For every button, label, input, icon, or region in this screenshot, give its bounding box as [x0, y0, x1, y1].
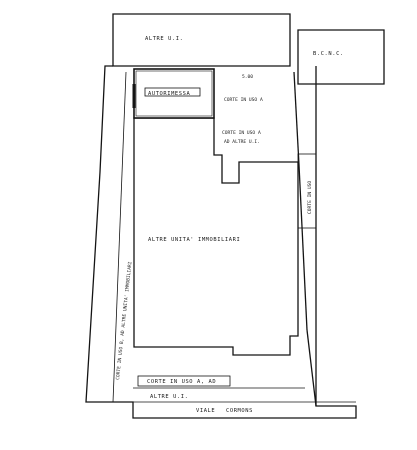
left-court-inner-line: [112, 71, 127, 403]
label-viale: VIALE: [196, 408, 215, 414]
label-corte-bottom: CORTE IN USO A, AD: [147, 379, 216, 385]
corte-bottom-frame: [137, 375, 231, 387]
autorimessa-frame: [144, 87, 201, 97]
right-boundary-lower: [306, 329, 317, 407]
right-boundary-upper: [293, 71, 300, 166]
right-boundary-mid: [298, 164, 308, 331]
label-altre-ui-top: ALTRE U.I.: [145, 36, 183, 42]
autorimessa-block: [132, 68, 215, 119]
label-corte-uso-altre-2: AD ALTRE U.I.: [224, 139, 260, 145]
label-right-box: CORTE IN USO: [307, 181, 313, 214]
label-cormons: CORMONS: [226, 408, 253, 414]
lot-boundary: [85, 65, 357, 419]
label-dimension: 5.00: [242, 74, 253, 80]
label-corte-uso-a: CORTE IN USO A: [224, 97, 263, 103]
label-bcnc: B.C.N.C.: [313, 51, 344, 57]
top-building-strip: [112, 13, 291, 67]
label-altre-ui-bottom: ALTRE U.I.: [150, 394, 188, 400]
label-corte-uso-altre-1: CORTE IN USO A: [222, 130, 261, 136]
label-altre-unita-immobiliari: ALTRE UNITA' IMMOBILIARI: [148, 237, 240, 243]
bcnc-block: [297, 29, 385, 85]
right-court-box: [297, 153, 317, 229]
label-autorimessa: AUTORIMESSA: [148, 91, 190, 97]
